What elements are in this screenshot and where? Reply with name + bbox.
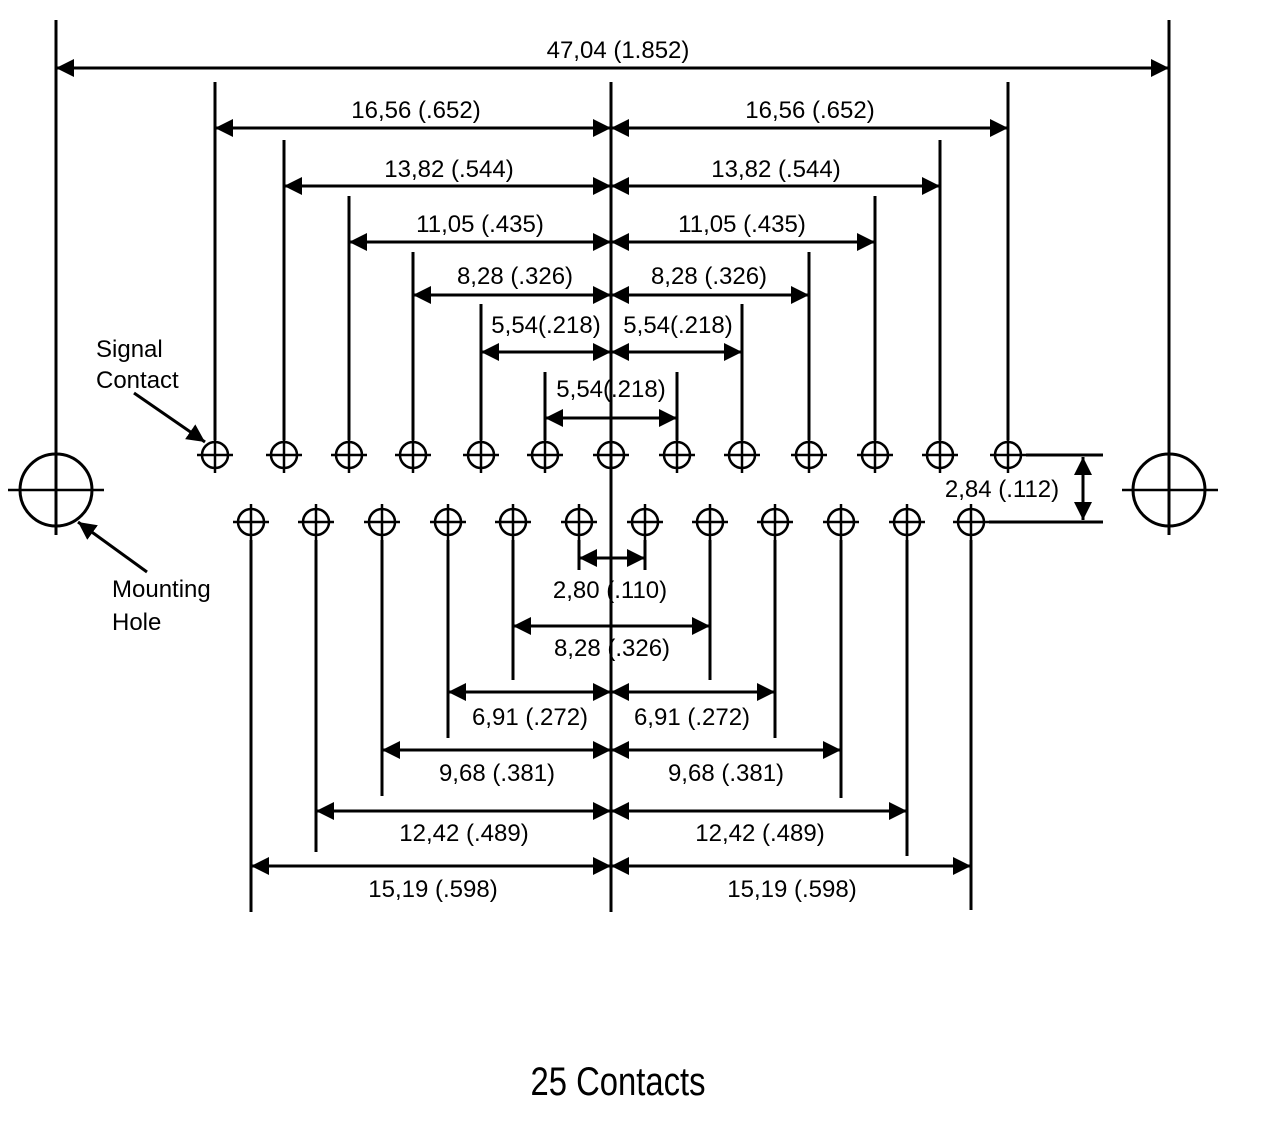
dim-label-12-42-right: 12,42 (.489) [695, 820, 824, 847]
signal-contact [561, 504, 597, 540]
signal-contact [495, 504, 531, 540]
signal-contact [527, 437, 563, 473]
signal-contact [364, 504, 400, 540]
dim-label-9-68-right: 9,68 (.381) [668, 760, 784, 787]
signal-contact [298, 504, 334, 540]
signal-contact [331, 437, 367, 473]
dim-label-11-05-left: 11,05 (.435) [416, 211, 544, 238]
overall-dimension-label: 47,04 (1.852) [547, 37, 690, 64]
signal-contact-label-line1: Signal [96, 336, 163, 363]
signal-contact [724, 437, 760, 473]
signal-contact [430, 504, 466, 540]
dim-label-8-28-left: 8,28 (.326) [457, 263, 573, 290]
mounting-hole-label-line2: Hole [112, 609, 161, 636]
dim-label-16-56-left: 16,56 (.652) [351, 97, 480, 124]
signal-contact [593, 437, 629, 473]
dim-label-15-19-left: 15,19 (.598) [368, 876, 497, 903]
row-spacing-label: 2,84 (.112) [945, 476, 1059, 503]
signal-contact [823, 504, 859, 540]
dim-label-8-28-bottom: 8,28 (.326) [554, 635, 670, 662]
mounting-hole-label-line1: Mounting [112, 576, 211, 603]
right-mounting-hole [1122, 452, 1218, 528]
signal-contact [395, 437, 431, 473]
signal-contact [857, 437, 893, 473]
signal-contact [627, 504, 663, 540]
bottom-contact-row [233, 504, 989, 540]
signal-contact [659, 437, 695, 473]
dim-label-5-54-left: 5,54(.218) [491, 312, 600, 339]
mounting-hole-leader [77, 520, 148, 574]
signal-contact [463, 437, 499, 473]
dim-label-13-82-right: 13,82 (.544) [711, 156, 840, 183]
dim-label-11-05-right: 11,05 (.435) [678, 211, 806, 238]
signal-contact [233, 504, 269, 540]
signal-contact-label-line2: Contact [96, 367, 179, 394]
signal-contact [692, 504, 728, 540]
dim-label-9-68-left: 9,68 (.381) [439, 760, 555, 787]
signal-contact [791, 437, 827, 473]
signal-contact [922, 437, 958, 473]
signal-contact [197, 437, 233, 473]
dim-label-13-82-left: 13,82 (.544) [384, 156, 513, 183]
left-mounting-hole [8, 452, 104, 528]
signal-contact-leader [133, 391, 206, 444]
dim-label-12-42-left: 12,42 (.489) [399, 820, 528, 847]
signal-contact [266, 437, 302, 473]
dim-label-16-56-right: 16,56 (.652) [745, 97, 874, 124]
signal-contact [757, 504, 793, 540]
signal-contact [990, 437, 1026, 473]
dim-label-6-91-left: 6,91 (.272) [472, 704, 588, 731]
dim-label-5-54-center: 5,54(.218) [556, 376, 665, 403]
dim-label-15-19-right: 15,19 (.598) [727, 876, 856, 903]
drawing-caption: 25 Contacts [531, 1059, 706, 1104]
signal-contact [889, 504, 925, 540]
dim-label-8-28-right: 8,28 (.326) [651, 263, 767, 290]
signal-contact [953, 504, 989, 540]
dim-label-2-80: 2,80 (.110) [553, 577, 667, 604]
dim-label-6-91-right: 6,91 (.272) [634, 704, 750, 731]
top-contact-row [197, 437, 1026, 473]
dim-label-5-54-right: 5,54(.218) [623, 312, 732, 339]
